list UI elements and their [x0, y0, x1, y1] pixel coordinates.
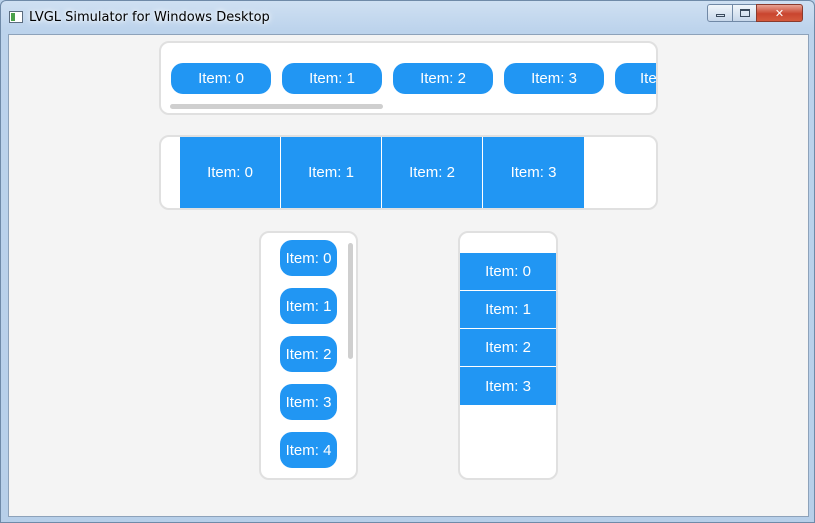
title-bar[interactable]: LVGL Simulator for Windows Desktop ✕ [1, 1, 815, 33]
window-title: LVGL Simulator for Windows Desktop [29, 10, 270, 25]
vertical-cell-list[interactable]: Item: 0 Item: 1 Item: 2 Item: 3 [458, 231, 558, 480]
list-item[interactable]: Item: 0 [280, 240, 337, 276]
list-item[interactable]: Item: 3 [483, 137, 584, 208]
minimize-icon [715, 14, 725, 17]
list-item[interactable]: Item: 4 [280, 432, 337, 468]
list-item[interactable]: Item: 4 [615, 63, 656, 94]
list-item[interactable]: Item: 2 [280, 336, 337, 372]
list-item[interactable]: Item: 3 [504, 63, 604, 94]
list-item[interactable]: Item: 1 [282, 63, 382, 94]
close-icon: ✕ [774, 6, 785, 20]
app-window-icon [9, 11, 23, 23]
maximize-button[interactable] [732, 4, 757, 22]
horizontal-cell-list[interactable]: Item: 0 Item: 1 Item: 2 Item: 3 [159, 135, 658, 210]
horizontal-button-list[interactable]: Item: 0 Item: 1 Item: 2 Item: 3 Item: 4 [159, 41, 658, 115]
list-item[interactable]: Item: 2 [393, 63, 493, 94]
list-item[interactable]: Item: 0 [180, 137, 281, 208]
list-item[interactable]: Item: 0 [171, 63, 271, 94]
horizontal-scrollbar[interactable] [170, 104, 383, 109]
vertical-scrollbar[interactable] [348, 243, 353, 359]
close-button[interactable]: ✕ [756, 4, 803, 22]
list-item[interactable]: Item: 2 [382, 137, 483, 208]
list-item[interactable]: Item: 3 [460, 367, 556, 405]
list-item[interactable]: Item: 2 [460, 329, 556, 367]
vertical-button-list[interactable]: Item: 0 Item: 1 Item: 2 Item: 3 Item: 4 [259, 231, 358, 480]
list-item[interactable]: Item: 0 [460, 253, 556, 291]
minimize-button[interactable] [707, 4, 733, 22]
maximize-icon [739, 9, 750, 17]
list-item[interactable]: Item: 3 [280, 384, 337, 420]
list-item[interactable]: Item: 1 [281, 137, 382, 208]
list-item[interactable]: Item: 1 [280, 288, 337, 324]
lvgl-screen: Item: 0 Item: 1 Item: 2 Item: 3 Item: 4 … [8, 34, 809, 517]
list-item[interactable]: Item: 1 [460, 291, 556, 329]
